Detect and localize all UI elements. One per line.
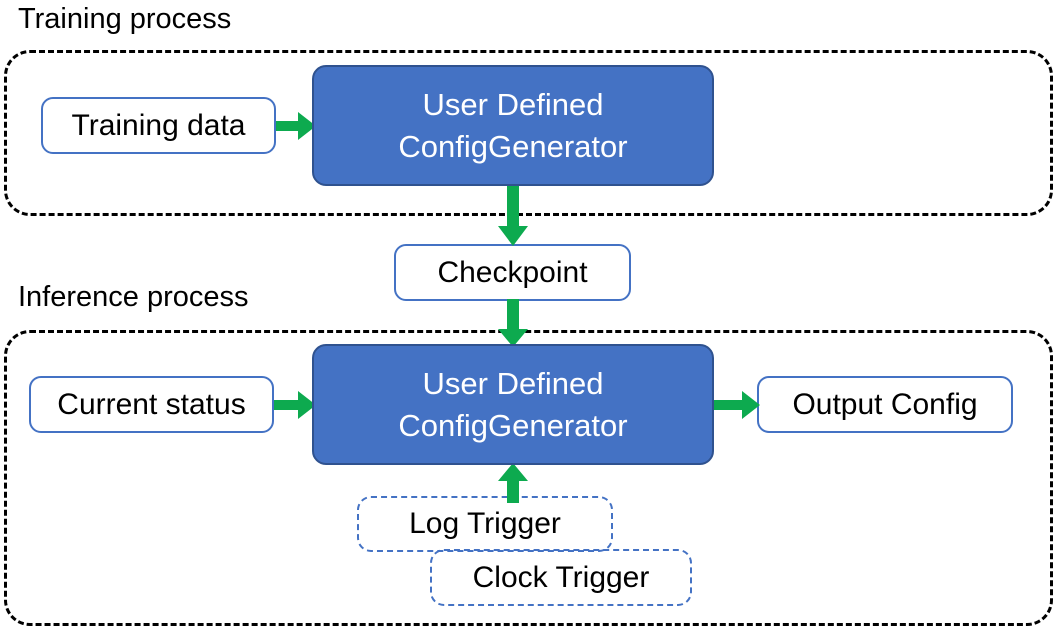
log-trigger-box[interactable]: Log Trigger bbox=[357, 496, 613, 552]
training-data-box[interactable]: Training data bbox=[41, 97, 276, 154]
training-data-label: Training data bbox=[71, 109, 246, 142]
arrow-checkpoint-to-generator-icon bbox=[498, 299, 528, 347]
current-status-box[interactable]: Current status bbox=[29, 376, 274, 433]
training-config-generator-line2: ConfigGenerator bbox=[398, 128, 628, 164]
training-config-generator-line1: User Defined bbox=[422, 86, 604, 122]
arrow-generator-to-checkpoint-icon bbox=[498, 184, 528, 246]
checkpoint-box[interactable]: Checkpoint bbox=[394, 244, 631, 301]
inference-config-generator-line1: User Defined bbox=[422, 365, 604, 401]
checkpoint-label: Checkpoint bbox=[437, 256, 588, 289]
arrow-current-status-to-generator-icon bbox=[274, 391, 316, 419]
inference-config-generator-box[interactable]: User Defined ConfigGenerator bbox=[312, 344, 714, 465]
arrow-training-data-to-generator-icon bbox=[276, 112, 316, 140]
clock-trigger-label: Clock Trigger bbox=[472, 560, 650, 594]
inference-process-container bbox=[4, 330, 1053, 626]
inference-config-generator-line2: ConfigGenerator bbox=[398, 407, 628, 443]
training-config-generator-box[interactable]: User Defined ConfigGenerator bbox=[312, 65, 714, 186]
arrow-generator-to-output-config-icon bbox=[714, 391, 760, 419]
output-config-box[interactable]: Output Config bbox=[757, 376, 1013, 433]
output-config-label: Output Config bbox=[792, 388, 978, 421]
log-trigger-label: Log Trigger bbox=[409, 507, 561, 540]
inference-process-caption: Inference process bbox=[18, 281, 249, 313]
training-process-container bbox=[4, 50, 1053, 216]
training-process-caption: Training process bbox=[18, 3, 232, 35]
arrow-triggers-to-generator-icon bbox=[498, 463, 528, 503]
current-status-label: Current status bbox=[57, 388, 246, 421]
clock-trigger-box[interactable]: Clock Trigger bbox=[430, 549, 692, 606]
